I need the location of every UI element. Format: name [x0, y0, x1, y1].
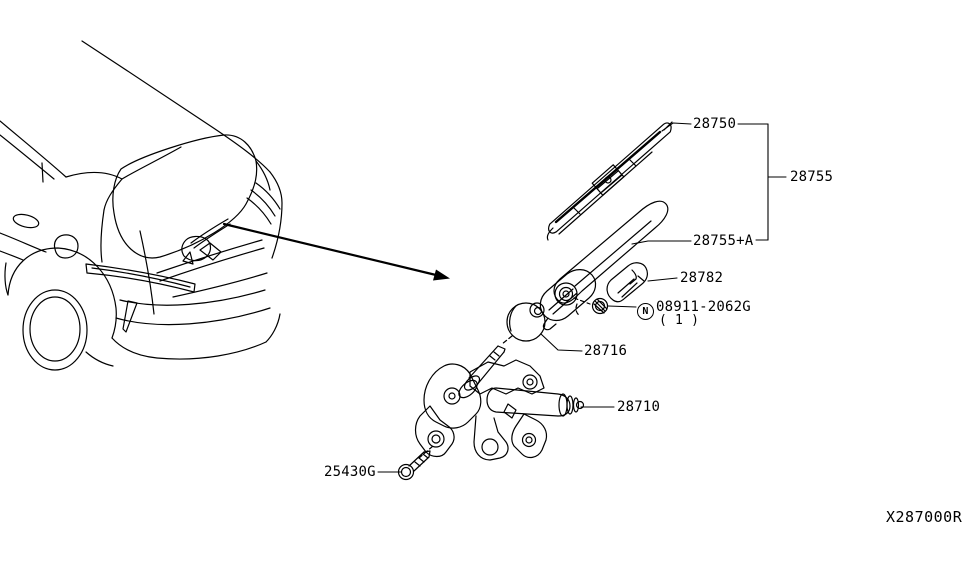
nut-part-number: 08911-2062G	[656, 299, 751, 315]
part-label-blade: 28750	[693, 116, 737, 132]
part-label-assembly: 28755	[790, 169, 834, 185]
part-label-cap: 28782	[680, 270, 724, 286]
part-label-screw: 25430G	[324, 464, 376, 480]
motor-assembly-drawing	[414, 345, 585, 461]
part-label-arm: 28755+A	[693, 233, 754, 249]
leader-lines	[377, 122, 787, 473]
arm-cap-drawing	[606, 262, 648, 303]
grommet-drawing	[506, 302, 546, 342]
assembly-axis-dashes	[418, 297, 591, 459]
car-illustration	[0, 40, 283, 371]
circled-n-icon: N	[637, 303, 654, 320]
pointer-arrow	[222, 222, 450, 281]
nut-drawing	[591, 297, 609, 315]
figure-code: X287000R	[886, 508, 963, 526]
part-label-grommet: 28716	[584, 343, 628, 359]
part-label-motor: 28710	[617, 399, 661, 415]
part-label-nut-qty: ( 1 )	[659, 313, 700, 328]
wiper-blade-drawing	[546, 121, 673, 241]
screw-drawing	[397, 450, 431, 481]
wiper-arm-drawing	[539, 200, 669, 331]
